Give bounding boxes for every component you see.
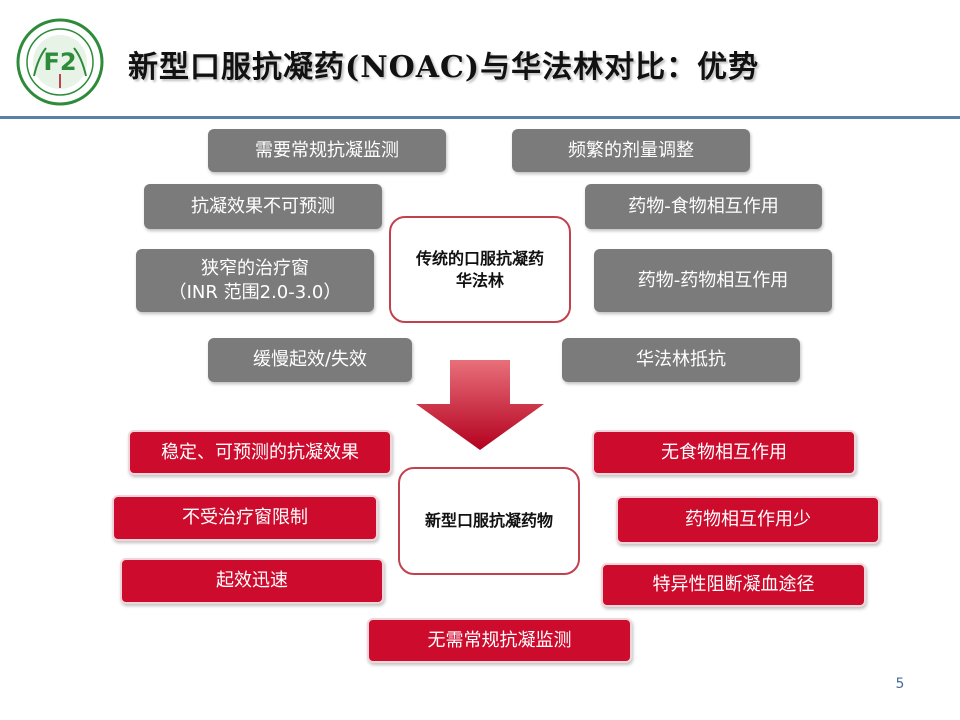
issue-unpredictable: 抗凝效果不可预测 [144, 184, 382, 229]
advantage-stable: 稳定、可预测的抗凝效果 [128, 430, 392, 475]
page-title: 新型口服抗凝药(NOAC)与华法林对比：优势 [128, 50, 760, 85]
noac-center-label: 新型口服抗凝药物 [424, 511, 553, 530]
traditional-center-line2: 华法林 [455, 270, 504, 290]
logo-text: F2 [43, 48, 76, 76]
traditional-center-line1: 传统的口服抗凝药 [415, 248, 544, 268]
page-number: 5 [895, 676, 905, 692]
issue-dose-adjust: 频繁的剂量调整 [512, 129, 750, 172]
advantage-no-window: 不受治疗窗限制 [112, 495, 378, 541]
issue-monitoring: 需要常规抗凝监测 [208, 129, 446, 172]
down-arrow-icon [416, 360, 544, 450]
issue-narrow-window-line1: 狭窄的治疗窗 [201, 257, 309, 279]
issue-slow-onset: 缓慢起效/失效 [208, 338, 412, 382]
issue-narrow-window: 狭窄的治疗窗 （INR 范围2.0-3.0） [136, 249, 374, 312]
advantage-specific: 特异性阻断凝血途径 [601, 563, 866, 607]
issue-food-interaction: 药物-食物相互作用 [585, 184, 822, 229]
advantage-no-food: 无食物相互作用 [592, 430, 856, 475]
traditional-center-node: 传统的口服抗凝药 华法林 [389, 216, 571, 323]
hospital-logo-icon: F2 [16, 18, 104, 106]
advantage-less-drug: 药物相互作用少 [616, 496, 880, 544]
noac-center-node: 新型口服抗凝药物 [398, 467, 580, 575]
advantage-fast-onset: 起效迅速 [120, 558, 384, 604]
issue-drug-interaction: 药物-药物相互作用 [594, 249, 832, 312]
advantage-no-monitoring: 无需常规抗凝监测 [367, 618, 632, 663]
issue-resistance: 华法林抵抗 [562, 338, 800, 382]
issue-narrow-window-line2: （INR 范围2.0-3.0） [168, 281, 342, 303]
title-divider [0, 116, 960, 119]
